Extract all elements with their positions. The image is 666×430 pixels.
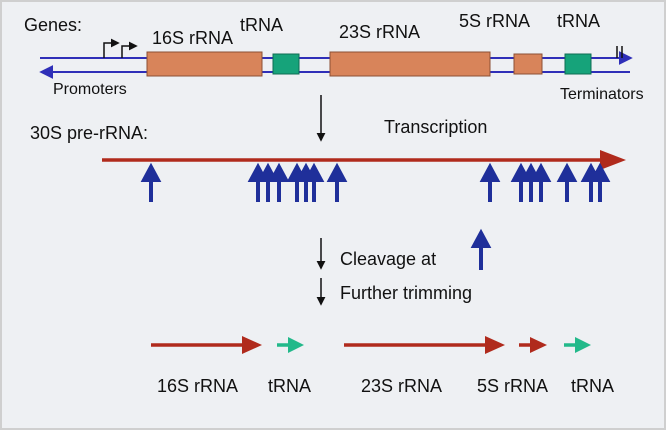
- up-arrow-icon: [510, 162, 532, 202]
- gene-trna-1: [272, 53, 300, 75]
- up-arrow-icon: [257, 162, 279, 202]
- product-trna-1-arrow: [277, 337, 304, 353]
- product-5s-rrna-arrow: [519, 337, 547, 353]
- pre-rrna-label: 30S pre-rRNA:: [30, 123, 148, 143]
- gene-16s-rrna: [146, 51, 263, 77]
- gene-5s-rrna: [513, 53, 543, 75]
- product-16s-label: 16S rRNA: [157, 376, 238, 396]
- up-arrow-icon: [268, 162, 290, 202]
- terminators-label: Terminators: [560, 86, 644, 103]
- up-arrow-icon: [530, 162, 552, 202]
- up-arrow-icon: [470, 228, 492, 270]
- up-arrow-icon: [140, 162, 162, 202]
- gene-23s-label: 23S rRNA: [339, 22, 420, 42]
- product-trna-label-1: tRNA: [268, 376, 311, 396]
- transcription-label: Transcription: [384, 117, 487, 137]
- gene-16s-label: 16S rRNA: [152, 28, 233, 48]
- promoters-label: Promoters: [53, 81, 127, 98]
- cleavage-label: Cleavage at: [340, 249, 436, 269]
- hairpin-icon: [616, 46, 623, 58]
- up-arrow-icon: [247, 162, 269, 202]
- up-arrow-icon: [520, 162, 542, 202]
- product-23s-label: 23S rRNA: [361, 376, 442, 396]
- pre-rrna-transcript-arrow: [102, 150, 626, 170]
- gene-5s-label: 5S rRNA: [459, 11, 530, 31]
- gene-trna-label-2: tRNA: [557, 11, 600, 31]
- bent-arrow-icon: [103, 38, 120, 58]
- gene-trna-label-1: tRNA: [240, 15, 283, 35]
- product-trna-label-2: tRNA: [571, 376, 614, 396]
- product-16s-rrna-arrow: [151, 336, 262, 354]
- gene-trna-2: [564, 53, 592, 75]
- gene-23s-rrna: [329, 51, 491, 77]
- trimming-label: Further trimming: [340, 283, 472, 303]
- product-5s-label: 5S rRNA: [477, 376, 548, 396]
- up-arrow-icon: [303, 162, 325, 202]
- cleavage-site-markers: [140, 162, 611, 202]
- product-trna-2-arrow: [564, 337, 591, 353]
- up-arrow-icon: [589, 162, 611, 202]
- product-23s-rrna-arrow: [344, 336, 505, 354]
- bent-arrow-icon: [121, 41, 138, 58]
- genes-label: Genes:: [24, 15, 82, 35]
- up-arrow-icon: [556, 162, 578, 202]
- up-arrow-icon: [479, 162, 501, 202]
- up-arrow-icon: [326, 162, 348, 202]
